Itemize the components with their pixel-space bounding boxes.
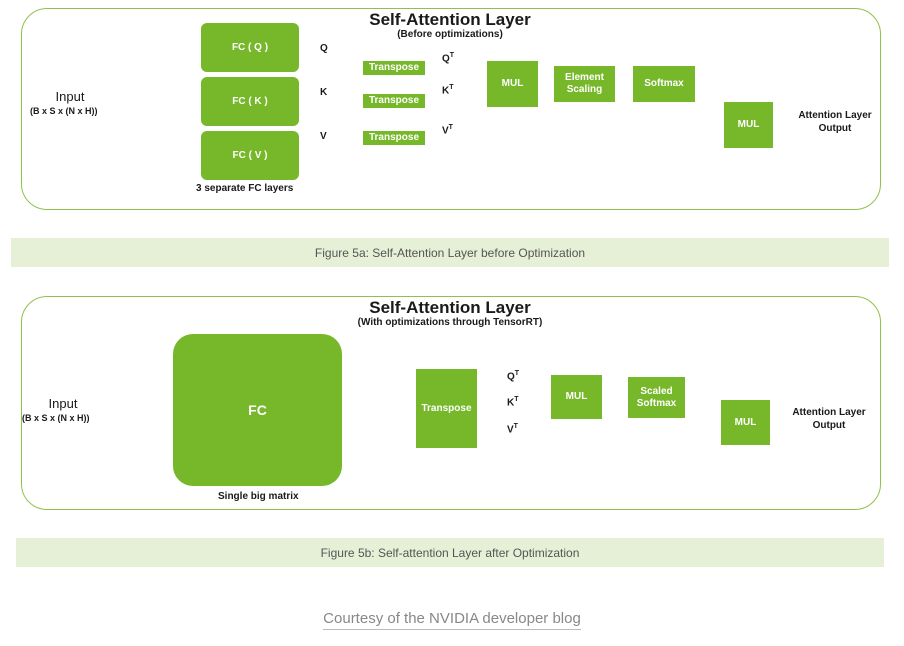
fc-big-box: FC <box>173 334 342 486</box>
b-mul-output-box: MUL <box>721 400 770 445</box>
element-scaling-box: Element Scaling <box>554 66 615 102</box>
vt-label: VT <box>442 124 453 137</box>
mul-output-box: MUL <box>724 102 773 148</box>
figure-a-title: Self-Attention Layer <box>369 10 531 29</box>
k-label: K <box>320 87 328 98</box>
courtesy-link-wrapper: Courtesy of the NVIDIA developer blog <box>0 610 904 630</box>
b-qt-label: QT <box>507 370 520 383</box>
qt-label: QT <box>442 52 455 65</box>
b-mul-box: MUL <box>551 375 602 419</box>
figure-b-caption: Figure 5b: Self-attention Layer after Op… <box>16 538 884 567</box>
figure-a-subtitle: (Before optimizations) <box>397 29 503 40</box>
courtesy-link[interactable]: Courtesy of the NVIDIA developer blog <box>323 610 581 630</box>
transpose-v-box: Transpose <box>363 131 425 145</box>
fc-q-box: FC ( Q ) <box>201 23 299 72</box>
kt-label: KT <box>442 84 454 97</box>
v-label: V <box>320 131 327 142</box>
scaled-softmax-box: Scaled Softmax <box>628 377 685 418</box>
figure-b-subtitle: (With optimizations through TensorRT) <box>357 317 543 328</box>
transpose-big-box: Transpose <box>416 369 477 448</box>
transpose-q-box: Transpose <box>363 61 425 75</box>
q-label: Q <box>320 43 328 54</box>
softmax-box: Softmax <box>633 66 695 102</box>
output-label: Attention Layer Output <box>798 110 872 134</box>
fc-note: 3 separate FC layers <box>196 183 294 194</box>
mul-box: MUL <box>487 61 538 107</box>
transpose-k-box: Transpose <box>363 94 425 108</box>
figure-a-caption: Figure 5a: Self-Attention Layer before O… <box>11 238 889 267</box>
b-kt-label: KT <box>507 396 519 409</box>
figure-b-input-label: Input <box>48 396 78 411</box>
figure-a-input-dims: (B x S x (N x H)) <box>30 106 98 116</box>
fc-big-note: Single big matrix <box>218 491 299 502</box>
fc-v-box: FC ( V ) <box>201 131 299 180</box>
b-vt-label: VT <box>507 423 518 436</box>
figure-a-input-label: Input <box>55 89 85 104</box>
b-output-label: Attention Layer Output <box>792 407 866 431</box>
figure-b-title: Self-Attention Layer <box>369 298 531 317</box>
fc-k-box: FC ( K ) <box>201 77 299 126</box>
figure-b-input-dims: (B x S x (N x H)) <box>22 413 90 423</box>
